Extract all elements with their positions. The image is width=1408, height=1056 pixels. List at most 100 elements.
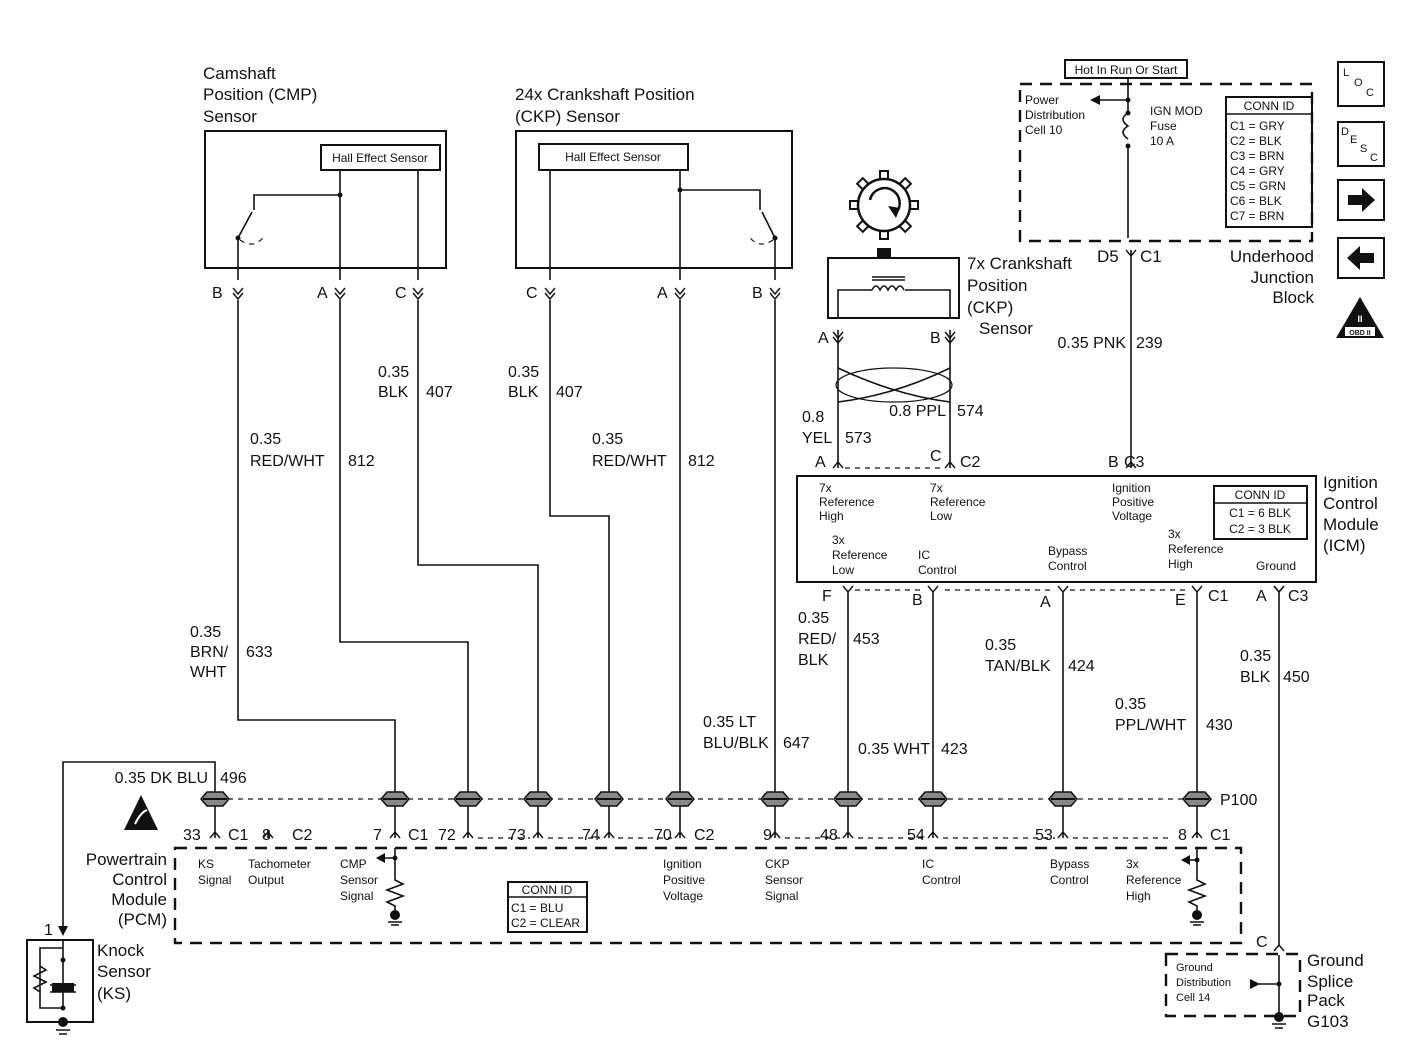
ks-title: (KS) xyxy=(97,984,131,1003)
ckp24-title: (CKP) Sensor xyxy=(515,107,620,126)
inline-terminal-icon xyxy=(523,791,553,807)
pcm-function-label: Signal xyxy=(198,873,231,887)
pin-label: B xyxy=(752,285,763,302)
gsp-title: Pack xyxy=(1307,991,1345,1010)
wire-color: 0.35 PNK xyxy=(1058,335,1127,352)
conn-id-title: CONN ID xyxy=(1235,488,1286,502)
gsp-title: G103 xyxy=(1307,1012,1349,1031)
conn-id-row: C2 = 3 BLK xyxy=(1229,522,1291,536)
conn-id-title: CONN ID xyxy=(522,883,573,897)
terminal-chevron-icon xyxy=(389,830,401,839)
loc-letter: C xyxy=(1366,87,1374,99)
pcm-function-label: Output xyxy=(248,873,285,887)
pin-label: D5 xyxy=(1097,247,1119,266)
wire-circuit: 647 xyxy=(783,735,810,752)
inline-terminal-icon xyxy=(380,791,410,807)
terminal-chevron-icon xyxy=(842,585,854,594)
wire-gauge: 0.35 xyxy=(190,624,221,641)
icm-function-label: High xyxy=(819,509,844,523)
conn-id-row: C3 = BRN xyxy=(1230,149,1284,163)
ks-title: Knock xyxy=(97,941,145,960)
nav-desc-button[interactable]: D E S C xyxy=(1337,121,1385,167)
obd-ii-button[interactable]: II OBD II xyxy=(1336,297,1384,338)
wire-color: RED/ xyxy=(798,631,837,648)
conn-id-row: C2 = CLEAR xyxy=(511,916,580,930)
terminal-chevron-icon xyxy=(1191,585,1203,594)
connector-label: C3 xyxy=(1124,454,1145,471)
terminal-chevron-icon xyxy=(1273,585,1285,594)
p100-label: P100 xyxy=(1220,792,1257,809)
pcm-pin-label: 9 xyxy=(763,827,772,844)
pcm-pin-label: 33 xyxy=(183,827,201,844)
inline-terminal-icon xyxy=(453,791,483,807)
terminal-chevron-icon xyxy=(769,830,781,839)
terminal-chevron-icon xyxy=(1273,943,1285,952)
wire-circuit: 574 xyxy=(957,403,984,420)
pin-label: A xyxy=(317,285,328,302)
desc-letter: D xyxy=(1341,126,1349,138)
coil-icon xyxy=(871,285,905,292)
pin-label: 1 xyxy=(44,922,53,939)
wire-circuit: 812 xyxy=(348,453,375,470)
pcm-function-label: Control xyxy=(1050,873,1089,887)
terminal-chevron-icon xyxy=(209,830,221,839)
pin-label: A xyxy=(1256,588,1267,605)
ckp7-title: Position xyxy=(967,276,1027,295)
wire-gauge: 0.35 xyxy=(378,364,409,381)
pcm-function-label: Sensor xyxy=(340,873,378,887)
pin-label: A xyxy=(818,330,829,347)
icm-conn-id-table xyxy=(1213,485,1308,540)
pcm-pin-label: C2 xyxy=(694,827,715,844)
pcm-title: (PCM) xyxy=(118,910,167,929)
cmp-hall-label: Hall Effect Sensor xyxy=(332,151,428,165)
ignition-control-module: A C C2 B C3 7xReferenceHigh7xReferenceLo… xyxy=(796,448,1379,1013)
pin-label: B xyxy=(930,330,941,347)
ckp24-sensor-box xyxy=(515,130,793,269)
wire-gauge: 0.35 xyxy=(1115,696,1146,713)
wire-gauge: 0.35 xyxy=(1240,648,1271,665)
wheel-tooth xyxy=(879,170,889,180)
terminal-chevron-icon xyxy=(674,830,686,839)
wire-color: BLK xyxy=(508,384,539,401)
pcm-pin-label: 73 xyxy=(508,827,526,844)
pcm-function-label: High xyxy=(1126,889,1151,903)
wire-circuit: 496 xyxy=(220,770,247,787)
next-page-button[interactable] xyxy=(1337,179,1385,221)
ground-dist-label: Cell 14 xyxy=(1176,992,1210,1004)
wire-gauge: 0.35 LT xyxy=(703,714,756,731)
connector-label: C1 xyxy=(1208,588,1229,605)
terminal-chevron-icon xyxy=(262,830,274,839)
pcm-pin-label: 53 xyxy=(1035,827,1053,844)
icm-function-label: Reference xyxy=(930,495,986,509)
prev-page-button[interactable] xyxy=(1337,237,1385,279)
twisted-pair-icon xyxy=(837,367,951,403)
fuse-label: IGN MOD xyxy=(1150,104,1203,118)
rotation-arrowhead xyxy=(888,206,900,218)
wire-color: 0.35 DK BLU xyxy=(115,770,208,787)
desc-letter: C xyxy=(1370,152,1378,164)
underhood-junction-block: Hot In Run Or Start Power Distribution C… xyxy=(1018,59,1314,468)
wire-gauge: 0.35 xyxy=(985,637,1016,654)
terminal-chevron-icon xyxy=(944,460,956,469)
inline-terminal-icon xyxy=(1182,791,1212,807)
inline-terminal-icon xyxy=(200,791,230,807)
pin-label: C xyxy=(526,285,538,302)
icm-title: Module xyxy=(1323,515,1379,534)
nav-loc-button[interactable]: L O C xyxy=(1337,61,1385,107)
conn-id-row: C4 = GRY xyxy=(1230,164,1285,178)
gsp-title: Splice xyxy=(1307,972,1353,991)
conn-id-table xyxy=(1225,96,1313,228)
cmp-sensor: Camshaft Position (CMP) Sensor Hall Effe… xyxy=(203,64,447,302)
pcm-title: Control xyxy=(112,870,167,889)
icm-function-label: Low xyxy=(832,563,854,577)
desc-letter: E xyxy=(1350,134,1357,146)
wire-circuit: 407 xyxy=(426,384,453,401)
power-dist-label: Distribution xyxy=(1025,108,1085,122)
inline-terminal-icon xyxy=(1048,791,1078,807)
wire-gauge: 0.35 xyxy=(798,610,829,627)
icm-title: (ICM) xyxy=(1323,536,1365,555)
pcm-conn-id-table xyxy=(507,881,588,933)
pcm-title: Module xyxy=(111,890,167,909)
terminal-chevron-icon xyxy=(769,287,781,301)
